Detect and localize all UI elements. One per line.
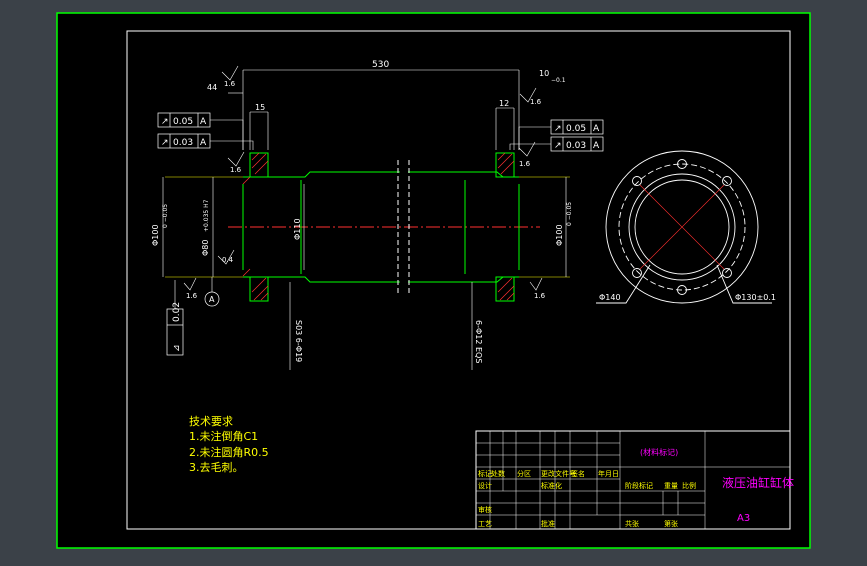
svg-text:分区: 分区 [517, 469, 531, 478]
svg-text:A: A [209, 295, 215, 304]
part-name: 液压油缸缸体 [722, 475, 794, 490]
hatching [242, 152, 515, 301]
left-flange-bottom [249, 276, 269, 302]
svg-text:A: A [593, 141, 600, 151]
title-block: (材料标记) 液压油缸缸体 A3 标记 处数 分区 更改文件号 签名 年月日 设… [475, 430, 794, 530]
svg-text:↗: ↗ [161, 117, 169, 127]
note-3: 3.去毛刺。 [189, 461, 244, 474]
svg-text:↗: ↗ [161, 138, 169, 148]
svg-text:重量: 重量 [664, 482, 678, 490]
svg-text:共张: 共张 [625, 519, 639, 528]
svg-text:0.4: 0.4 [222, 256, 234, 264]
svg-text:0.05: 0.05 [566, 124, 586, 134]
svg-text:年月日: 年月日 [598, 469, 619, 478]
flange-end-view [596, 150, 772, 304]
dim-dia-left: Φ100 [151, 224, 160, 246]
dim-dia-right: Φ100 [555, 224, 564, 246]
body-top-left [243, 171, 400, 178]
sheet-size: A3 [737, 513, 750, 524]
svg-text:0.02: 0.02 [172, 302, 182, 322]
svg-text:0.03: 0.03 [173, 138, 193, 148]
dim-pcd-inner: Φ130±0.1 [735, 293, 776, 302]
svg-text:审核: 审核 [478, 505, 492, 514]
dim-bore-fit: +0.035 H7 [203, 199, 210, 232]
dim-left-15: 15 [255, 103, 265, 112]
svg-text:1.6: 1.6 [186, 292, 198, 300]
dim-overall-length: 530 [372, 60, 389, 70]
svg-text:比例: 比例 [682, 481, 696, 490]
dim-left-44: 44 [207, 83, 217, 92]
technical-notes: 技术要求 1.未注倒角C1 2.未注圆角R0.5 3.去毛刺。 [189, 415, 269, 474]
dim-dia-right-tol: 0 −0.05 [566, 202, 573, 226]
svg-text:签名: 签名 [571, 469, 585, 478]
dim-end-tol: 10 [539, 69, 549, 78]
sheet-background [56, 12, 811, 549]
svg-text:1.6: 1.6 [534, 292, 546, 300]
dim-right-12: 12 [499, 99, 509, 108]
svg-text:设计: 设计 [478, 481, 492, 490]
svg-text:工艺: 工艺 [478, 520, 492, 528]
svg-text:0.05: 0.05 [173, 117, 193, 127]
dim-hole-right: 6-Φ12 EQS [474, 320, 483, 363]
tolerance-frames: ↗ 0.05 A ↗ 0.03 A ↗ 0.05 A ↗ 0.03 A ⊿ 0.… [157, 112, 604, 356]
body-bottom-left [243, 276, 400, 283]
dim-pcd-outer: Φ140 [599, 293, 621, 302]
svg-text:A: A [593, 124, 600, 134]
svg-text:更改文件号: 更改文件号 [541, 469, 576, 478]
svg-text:1.6: 1.6 [530, 98, 542, 106]
right-flange-bottom [495, 276, 515, 302]
svg-text:1.6: 1.6 [519, 160, 531, 168]
svg-text:1.6: 1.6 [230, 166, 242, 174]
cylinder-section-view [165, 152, 570, 302]
svg-text:↗: ↗ [554, 141, 562, 151]
svg-text:↗: ↗ [554, 124, 562, 134]
svg-text:A: A [200, 138, 207, 148]
note-1: 1.未注倒角C1 [189, 429, 258, 443]
dim-hole-left: S03 6-Φ19 [294, 320, 303, 362]
svg-text:批准: 批准 [541, 519, 555, 528]
svg-text:处数: 处数 [491, 469, 505, 478]
svg-text:标准化: 标准化 [541, 481, 562, 490]
dim-end-tol-sub: −0.1 [551, 77, 566, 84]
svg-text:⊿: ⊿ [172, 344, 182, 352]
svg-text:A: A [200, 117, 207, 127]
roughness-marks: 1.6 1.6 1.6 1.6 0.4 1.6 1.6 [183, 65, 546, 300]
material-label: (材料标记) [640, 447, 678, 457]
notes-title: 技术要求 [189, 415, 233, 428]
svg-text:阶段标记: 阶段标记 [625, 481, 653, 490]
note-2: 2.未注圆角R0.5 [189, 445, 269, 459]
svg-text:第张: 第张 [664, 519, 678, 528]
dim-inner-dia: Φ110 [293, 218, 302, 240]
datum-a: A [204, 277, 220, 307]
dim-bore: Φ80 [201, 240, 210, 256]
svg-text:标记: 标记 [478, 469, 492, 478]
svg-text:1.6: 1.6 [224, 80, 236, 88]
drawing-frame [126, 30, 791, 530]
svg-text:0.03: 0.03 [566, 141, 586, 151]
dim-dia-left-tol: 0 −0.05 [162, 204, 169, 228]
